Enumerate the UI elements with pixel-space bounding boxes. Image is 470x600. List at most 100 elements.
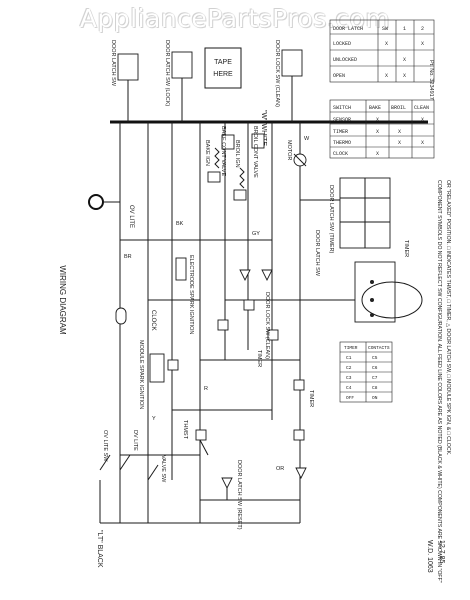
- timer-label-b: TIMER: [308, 390, 314, 407]
- timer-block-label: TIMER: [403, 240, 409, 257]
- tt-r0c0: C1: [346, 355, 352, 361]
- tc-r1c2: X: [398, 129, 401, 135]
- tc-r0c1: X: [376, 117, 379, 123]
- horizontal-runs: [120, 239, 345, 501]
- door-latch-switch-top-mid: [171, 51, 193, 122]
- wire-or: OR: [276, 466, 284, 472]
- tape-here: TAPE HERE: [204, 47, 242, 89]
- tt-r0c1: C5: [372, 355, 378, 361]
- tc-r2c3: X: [421, 140, 424, 146]
- door-latch-reset-label: DOOR LATCH SW (RESET): [236, 460, 242, 530]
- dl-r2c2: X: [403, 73, 406, 79]
- module-spark-ignition: [149, 353, 179, 383]
- wire-bk: BK: [176, 221, 184, 227]
- timer-switches: [217, 269, 307, 480]
- dl-h0: DOOR LATCH: [333, 26, 363, 32]
- door-latch-switch-timer: [300, 177, 391, 249]
- tt-h1: CONTACTS: [368, 345, 390, 351]
- tt-r2c1: C7: [372, 375, 378, 381]
- dl-r2c0: OPEN: [333, 73, 345, 79]
- dl-r0c0: LOCKED: [333, 41, 351, 47]
- line-label: "LT" BLACK: [96, 530, 103, 568]
- thmst-label: THMST: [182, 420, 188, 440]
- dl-r2c1: X: [385, 73, 388, 79]
- motor-label: MOTOR: [286, 140, 292, 160]
- dl-r1c2: X: [403, 57, 406, 63]
- tc-r2c0: THERMO: [333, 140, 351, 146]
- electrode-label: ELECTRODE SPARK IGNITION: [188, 255, 194, 334]
- broil-ign-label: BROIL IGN: [234, 140, 240, 168]
- tc-r3c1: X: [376, 151, 379, 157]
- door-latch-table: DOOR LATCH SW 1 2 LOCKED X X UNLOCKED X …: [329, 19, 435, 83]
- wire-y: Y: [152, 416, 156, 422]
- clock-label: CLOCK: [150, 310, 156, 331]
- bake-ign-label: BAKE IGN: [204, 140, 210, 166]
- bake-igniter: [207, 147, 221, 183]
- tc-h1: BAKE: [369, 105, 381, 111]
- dl-r0c3: X: [421, 41, 424, 47]
- tc-r1c0: TIMER: [333, 129, 348, 135]
- tc-h2: BROIL: [391, 105, 406, 111]
- dl-h3: 2: [421, 26, 424, 32]
- module-label: MODULE SPARK IGNITION: [138, 340, 144, 409]
- broil-igniter: [233, 167, 247, 201]
- tt-r1c1: C6: [372, 365, 378, 371]
- diagram-title: WIRING DIAGRAM: [58, 265, 67, 335]
- timer-chart: SWITCH BAKE BROIL CLEAN SENSOR X X TIMER…: [329, 99, 435, 159]
- tape-label-2: HERE: [213, 71, 233, 78]
- wire-br: BR: [124, 254, 132, 260]
- oven-light: [88, 194, 120, 210]
- valve-switch: [147, 464, 159, 481]
- valve-sw-label: VALVE SW: [160, 455, 166, 483]
- dv-lite-label: DV LITE: [132, 430, 138, 451]
- tt-r1c0: C2: [346, 365, 352, 371]
- tc-r0c3: X: [421, 117, 424, 123]
- note-line-1: COMPONENT SYMBOLS DO NOT REFLECT SW CONF…: [436, 180, 442, 583]
- tt-r3c0: C4: [346, 385, 352, 391]
- ov-lite-switch: [99, 454, 111, 471]
- tc-r0c0: SENSOR: [333, 117, 351, 123]
- ref-code: W.D. 1063: [426, 540, 433, 573]
- tc-r2c2: X: [398, 140, 401, 146]
- tt-h0: TIMER: [344, 345, 358, 351]
- thermostat-switch: [195, 429, 209, 456]
- wire-w: W: [304, 136, 310, 142]
- timer-block: [345, 261, 423, 323]
- tt-r3c1: C8: [372, 385, 378, 391]
- ref-date: 12.7.85: [438, 540, 445, 563]
- timer-label-a: TIMER: [256, 350, 262, 367]
- wire-gy: GY: [252, 231, 260, 237]
- bake-valve: [221, 134, 235, 150]
- tt-r2c0: C3: [346, 375, 352, 381]
- ov-lite-sw-label: OV LITE SW: [102, 430, 108, 462]
- tt-r4c1: ON: [372, 395, 378, 401]
- door-latch-sw-label-b: DOOR LATCH SW: [314, 230, 320, 277]
- door-latch-top-mid-label: DOOR LATCH SW (LOCK): [164, 40, 170, 106]
- broil-valve: [251, 133, 265, 149]
- door-latch-reset: [221, 477, 233, 500]
- tc-h3: CLEAN: [414, 105, 429, 111]
- bus-label: "W" WHITE: [260, 110, 267, 146]
- electrode-spark-ignition: [175, 257, 187, 281]
- tc-r1c1: X: [376, 129, 379, 135]
- door-latch-switch-top-right: [281, 49, 303, 122]
- part-number: Pt. No. 3234917: [428, 60, 434, 100]
- dv-lite: [119, 454, 131, 471]
- broil-valve-label: BROIL CONT VALVE: [252, 126, 258, 178]
- timer-table: TIMER CONTACTS C1 C5 C2 C6 C3 C7 C4 C8 O…: [339, 341, 393, 403]
- door-latch-top-right-label: DOOR LOCK SW (CLEAN): [274, 40, 280, 107]
- wire-r: R: [204, 386, 208, 392]
- tc-r3c0: CLOCK: [333, 151, 348, 157]
- clock: [115, 307, 127, 325]
- door-latch-switch-top-left: [117, 53, 139, 122]
- motor: [293, 153, 307, 167]
- dl-r0c1: X: [385, 41, 388, 47]
- ov-lite-label: OV LITE: [128, 205, 134, 228]
- door-latch-sw-timer-label: DOOR LATCH SW (TIMER): [328, 185, 334, 254]
- door-latch-clean-label: DOOR LOCK SW (CLEAN): [264, 292, 270, 359]
- door-latch-top-left-label: DOOR LATCH SW: [110, 40, 116, 87]
- note-line-2: OR "RELAXED" POSITION. □ INDICATES THMST…: [445, 180, 451, 456]
- dl-r1c0: UNLOCKED: [333, 57, 357, 63]
- tc-h0: SWITCH: [333, 105, 351, 111]
- dl-h1: SW: [382, 26, 388, 32]
